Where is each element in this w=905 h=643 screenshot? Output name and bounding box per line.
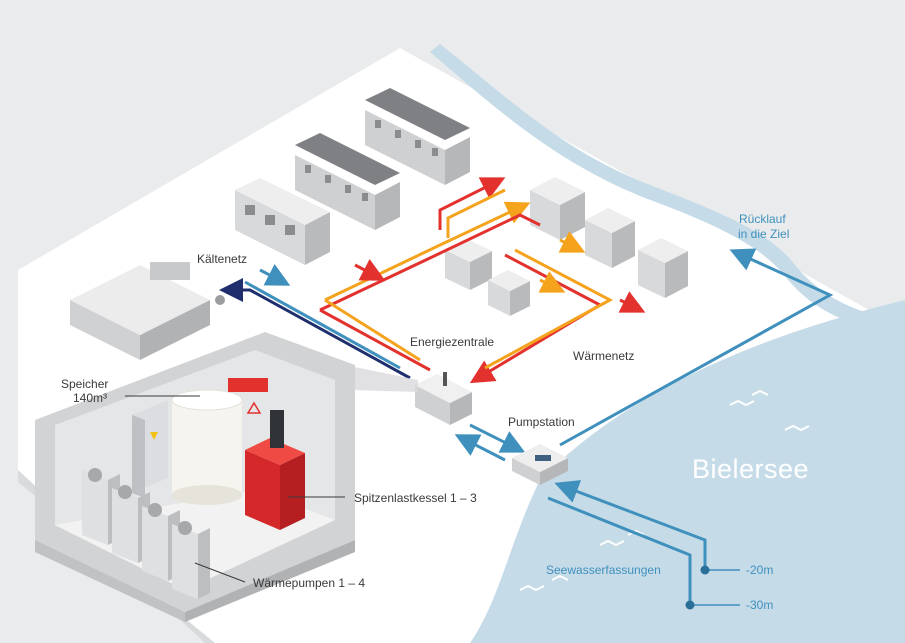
label-seewasserfassungen: Seewasserfassungen <box>546 563 661 577</box>
label-spitzenlastkessel: Spitzenlastkessel 1 – 3 <box>354 491 477 505</box>
label-waermenetz: Wärmenetz <box>573 349 635 363</box>
lake-waves <box>451 389 810 592</box>
heat-network <box>319 177 646 384</box>
label-ruecklauf-1: Rücklauf <box>739 212 786 226</box>
heat-pumps <box>82 468 210 599</box>
intake-point-30 <box>685 600 695 610</box>
label-waermepumpen: Wärmepumpen 1 – 4 <box>253 576 366 590</box>
storage-tank <box>171 389 243 505</box>
label-kaeltenetz: Kältenetz <box>197 252 248 266</box>
apartment-blocks-east <box>445 177 688 316</box>
row-houses-north <box>365 88 470 185</box>
label-speicher-2: 140m³ <box>73 391 108 405</box>
electrical-cabinet <box>132 400 168 498</box>
leader-lines <box>125 395 345 583</box>
townhouses-west <box>235 178 330 265</box>
label-speicher-1: Speicher <box>61 377 109 391</box>
peak-load-boiler <box>245 410 305 530</box>
cold-network <box>219 264 411 380</box>
row-houses-middle <box>295 133 400 230</box>
energy-central-building <box>415 372 472 425</box>
label-energiezentrale: Energiezentrale <box>410 335 495 349</box>
pump-station-building <box>512 444 568 485</box>
river <box>430 44 905 336</box>
warning-sign <box>228 378 268 414</box>
label-pumpstation: Pumpstation <box>508 415 575 429</box>
label-depth-20: -20m <box>746 563 774 577</box>
seawater-lines <box>454 248 834 606</box>
label-depth-30: -30m <box>746 598 774 612</box>
intake-point-20 <box>700 565 710 575</box>
label-ruecklauf-2: in die Ziel <box>738 227 790 241</box>
industrial-building <box>70 262 225 360</box>
lake <box>470 300 905 643</box>
label-lake: Bielersee <box>692 454 810 484</box>
